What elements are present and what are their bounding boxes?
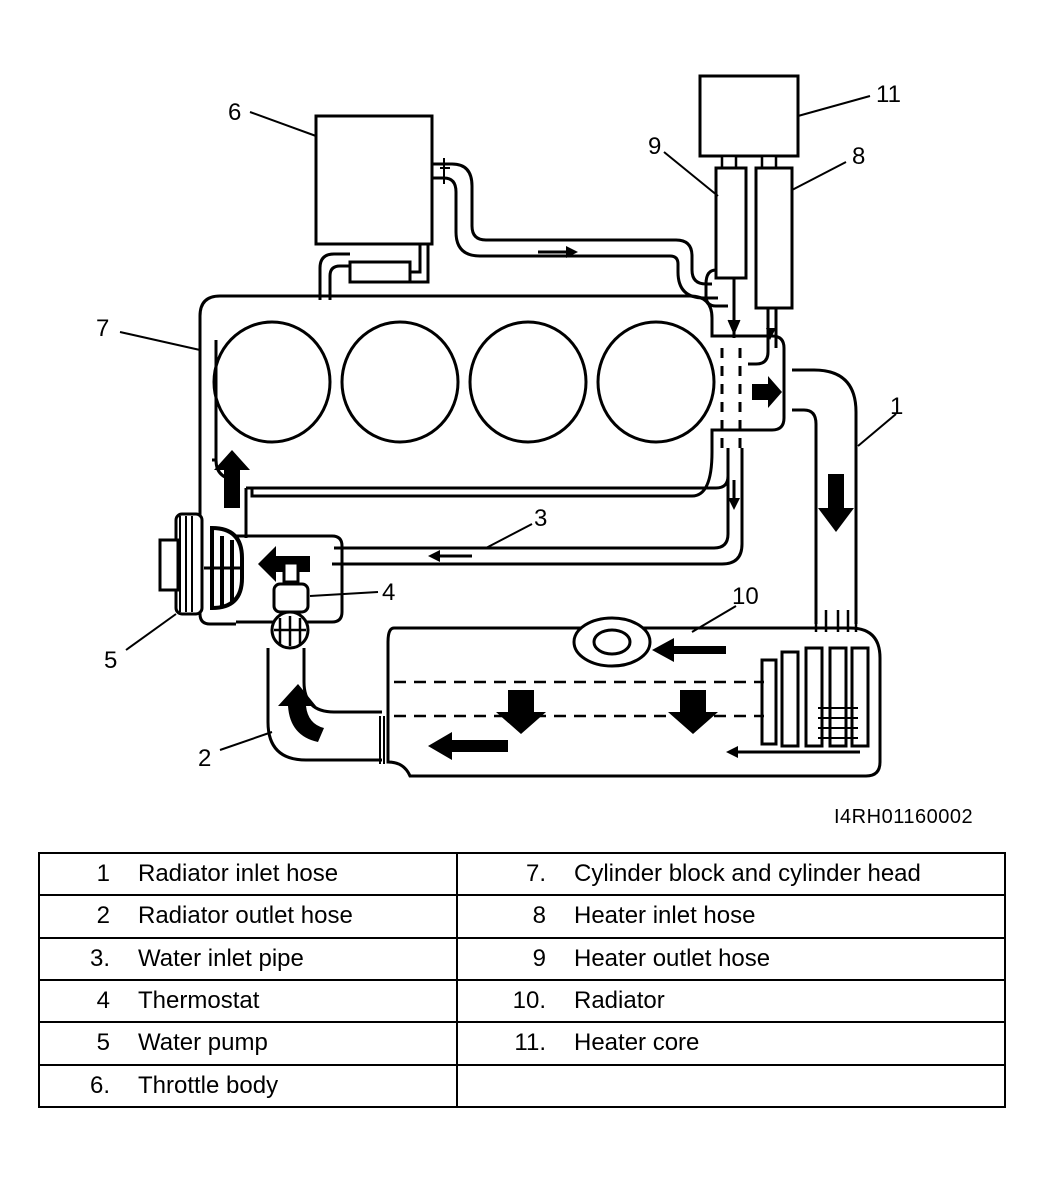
flow-arrow-down	[818, 474, 854, 532]
callout-11: 11	[876, 81, 901, 108]
legend-label: Heater inlet hose	[574, 902, 756, 930]
legend-row: 3. Water inlet pipe 9 Heater outlet hose	[38, 936, 1006, 981]
cylinder-bore	[468, 320, 588, 444]
legend-number: 8	[532, 902, 546, 930]
legend-number: 10.	[512, 987, 546, 1015]
radiator-core	[760, 646, 870, 748]
throttle-body	[314, 114, 434, 246]
legend-label: Heater core	[574, 1029, 700, 1057]
legend-number: 4	[96, 987, 110, 1015]
legend-row: 6. Throttle body	[38, 1063, 1006, 1109]
cooling-system-diagram: 1 2 3 4 5 6 7 8 9 10 11	[96, 74, 903, 778]
cylinder-bore	[340, 320, 460, 444]
legend-number: 6.	[89, 1071, 110, 1099]
legend-number: 1	[96, 860, 110, 888]
legend-row: 4 Thermostat 10. Radiator	[38, 978, 1006, 1024]
legend-number: 7.	[525, 860, 546, 888]
callout-9: 9	[648, 133, 661, 160]
radiator	[386, 616, 882, 778]
heater-core	[698, 74, 800, 158]
callout-2: 2	[198, 745, 211, 772]
legend-number: 11.	[514, 1029, 546, 1057]
legend-number: 5	[96, 1029, 110, 1057]
callout-3: 3	[534, 505, 547, 532]
legend-row: 2 Radiator outlet hose 8 Heater inlet hose	[38, 894, 1006, 939]
flow-arrow-down	[668, 690, 718, 734]
legend-label: Cylinder block and cylinder head	[574, 860, 921, 888]
legend-number: 2	[96, 902, 110, 930]
legend-label: Radiator outlet hose	[138, 902, 353, 930]
water-inlet-pipe	[244, 448, 744, 566]
callout-10: 10	[732, 583, 759, 610]
cylinder-block	[198, 294, 786, 626]
legend-label: Radiator inlet hose	[138, 860, 339, 888]
legend-label: Water inlet pipe	[138, 944, 304, 972]
legend-row: 5 Water pump 11. Heater core	[38, 1021, 1006, 1066]
cylinder-bore	[212, 320, 332, 444]
legend-row: 1 Radiator inlet hose 7. Cylinder block an…	[38, 851, 1006, 897]
radiator-inlet-hose	[792, 368, 858, 632]
legend-number: 9	[532, 944, 546, 972]
flow-arrow-up	[214, 450, 250, 508]
flow-arrow-left	[652, 638, 726, 662]
legend-table: 1 Radiator inlet hose 7. Cylinder block an…	[38, 851, 1006, 1109]
legend-label: Throttle body	[138, 1071, 279, 1099]
throttle-body-hoses	[318, 158, 718, 300]
callout-1: 1	[890, 393, 903, 420]
legend-label: Thermostat	[138, 987, 260, 1015]
flow-arrow-down	[496, 690, 546, 734]
flow-arrow-curved	[278, 684, 324, 742]
heater-outlet-hose	[704, 166, 748, 338]
callout-6: 6	[228, 99, 241, 126]
callout-8: 8	[852, 143, 865, 170]
callout-5: 5	[104, 647, 117, 674]
heater-inlet-hose	[748, 166, 794, 366]
callout-7: 7	[96, 315, 109, 342]
figure-id: I4RH01160002	[834, 806, 974, 828]
water-pump	[158, 512, 344, 624]
callout-4: 4	[382, 579, 395, 606]
legend-label: Radiator	[574, 987, 665, 1015]
cylinder-bore	[596, 320, 716, 444]
legend-label: Water pump	[138, 1029, 268, 1057]
legend-label: Heater outlet hose	[574, 944, 771, 972]
legend-number: 3.	[89, 944, 110, 972]
thermostat	[270, 558, 310, 650]
flow-arrow-left	[428, 732, 508, 760]
